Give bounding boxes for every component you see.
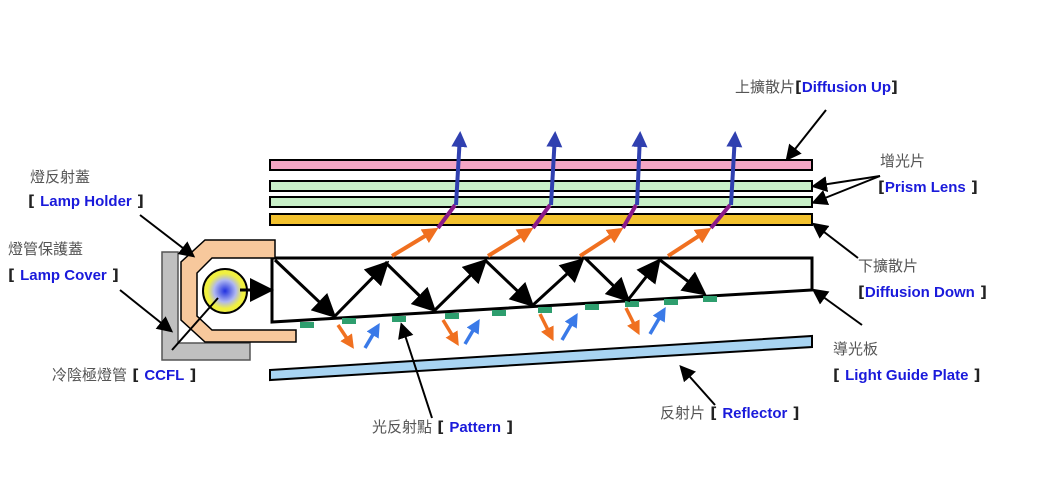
output-ray bbox=[666, 131, 743, 258]
lamp-holder bbox=[180, 239, 297, 343]
pattern-dot bbox=[664, 299, 678, 305]
label-diffusion-down: [Diffusion Down ] bbox=[858, 283, 987, 301]
label-pattern: 光反射點 [ Pattern ] bbox=[372, 418, 514, 436]
label-diffusion-up: 上擴散片[Diffusion Up] bbox=[735, 78, 898, 96]
scatter-rays bbox=[336, 306, 666, 349]
label-reflector: 反射片 [ Reflector ] bbox=[660, 404, 800, 422]
pattern-dot bbox=[445, 313, 459, 319]
label-lamp-cover-zh: 燈管保護蓋 bbox=[8, 240, 84, 258]
pattern-dot bbox=[300, 322, 314, 328]
pattern-dots bbox=[300, 296, 717, 328]
pattern-dot bbox=[703, 296, 717, 302]
pattern-dot bbox=[392, 316, 406, 322]
label-lgp: [ Light Guide Plate ] bbox=[833, 366, 981, 384]
label-diffusion-down-zh: 下擴散片 bbox=[858, 257, 919, 275]
label-lamp-holder: [ Lamp Holder ] bbox=[28, 192, 144, 210]
label-lamp-cover: [ Lamp Cover ] bbox=[8, 266, 119, 284]
output-rays bbox=[390, 131, 743, 258]
leader-lines bbox=[119, 109, 881, 419]
label-prism-lens-zh: 增光片 bbox=[880, 152, 926, 170]
diffusion-up-sheet bbox=[269, 159, 813, 171]
internal-reflection-rays bbox=[240, 256, 707, 319]
label-lgp-zh: 導光板 bbox=[833, 340, 879, 358]
pattern-dot bbox=[342, 318, 356, 324]
pattern-dot bbox=[625, 301, 639, 307]
pattern-dot bbox=[492, 310, 506, 316]
pattern-dot bbox=[585, 304, 599, 310]
label-prism-lens: [Prism Lens ] bbox=[878, 178, 978, 196]
output-ray bbox=[390, 131, 468, 258]
reflector-sheet bbox=[269, 334, 813, 382]
label-ccfl: 冷陰極燈管 [ CCFL ] bbox=[52, 366, 197, 384]
output-ray bbox=[486, 131, 563, 258]
output-ray bbox=[578, 131, 648, 258]
label-lamp-holder-zh: 燈反射蓋 bbox=[30, 168, 91, 186]
pattern-dot bbox=[538, 307, 552, 313]
